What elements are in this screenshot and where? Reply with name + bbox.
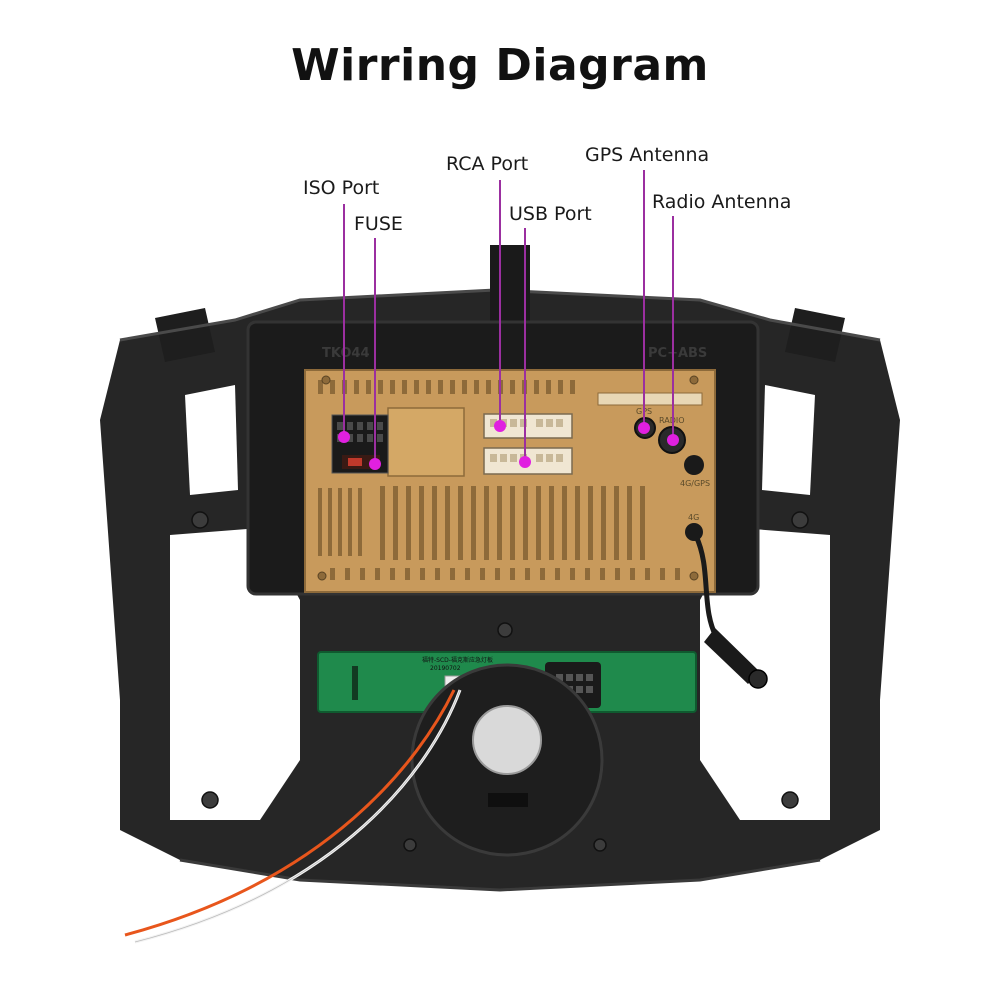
4g-mark: 4G <box>688 513 699 522</box>
marker-radio-antenna <box>667 434 679 446</box>
label-rca-port: RCA Port <box>446 153 528 175</box>
marker-rca-port <box>494 420 506 432</box>
callout-usb-port: USB Port <box>509 203 592 468</box>
callout-rca-port: RCA Port <box>446 153 528 432</box>
label-iso-port: ISO Port <box>303 177 379 199</box>
radio-mark: RADIO <box>659 416 685 425</box>
label-fuse: FUSE <box>354 213 403 235</box>
callout-radio-antenna: Radio Antenna <box>652 191 791 446</box>
diagram-title: Wirring Diagram <box>291 40 709 91</box>
label-gps-antenna: GPS Antenna <box>585 144 709 166</box>
marker-iso-port <box>338 431 350 443</box>
pcb-text-line1: 福特-SCD-福克斯应急灯板 <box>422 656 493 664</box>
label-radio-antenna: Radio Antenna <box>652 191 791 213</box>
callout-iso-port: ISO Port <box>303 177 379 443</box>
molded-text-right: PC+ABS <box>648 346 707 361</box>
head-unit-housing <box>304 369 716 593</box>
marker-gps-antenna <box>638 422 650 434</box>
callout-gps-antenna: GPS Antenna <box>585 144 709 434</box>
pcb-text-line2: 20190702 <box>430 665 461 672</box>
top-bracket <box>490 245 530 325</box>
4g-antenna-cable <box>693 534 768 689</box>
marker-fuse <box>369 458 381 470</box>
marker-usb-port <box>519 456 531 468</box>
4g-gps-socket: 4G/GPS <box>680 455 710 488</box>
lower-dial-housing <box>410 663 604 857</box>
label-usb-port: USB Port <box>509 203 592 225</box>
callout-fuse: FUSE <box>354 213 403 470</box>
pcb-wires <box>124 689 462 944</box>
molded-text-left: TKO44 <box>322 346 370 361</box>
4g-gps-mark: 4G/GPS <box>680 479 710 488</box>
